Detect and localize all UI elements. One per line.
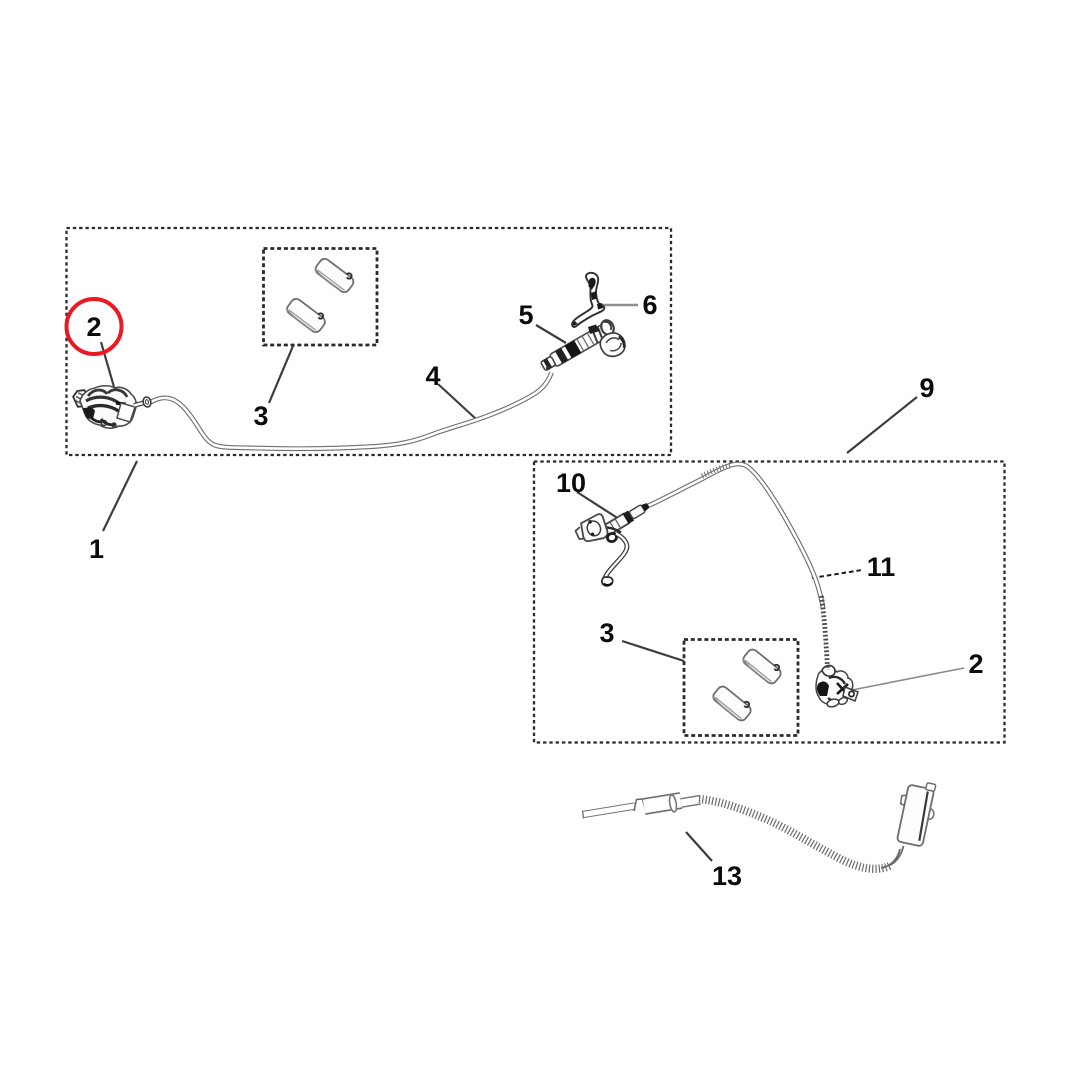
svg-text:4: 4 [425, 361, 440, 391]
svg-text:3: 3 [253, 401, 268, 431]
svg-text:5: 5 [518, 300, 533, 330]
svg-text:11: 11 [867, 552, 896, 582]
svg-text:3: 3 [599, 618, 614, 648]
svg-text:10: 10 [556, 468, 586, 498]
svg-text:6: 6 [642, 290, 657, 320]
svg-text:2: 2 [86, 312, 101, 342]
svg-text:13: 13 [712, 861, 742, 891]
svg-text:1: 1 [89, 534, 104, 564]
svg-text:2: 2 [968, 649, 983, 679]
svg-text:9: 9 [919, 373, 934, 403]
